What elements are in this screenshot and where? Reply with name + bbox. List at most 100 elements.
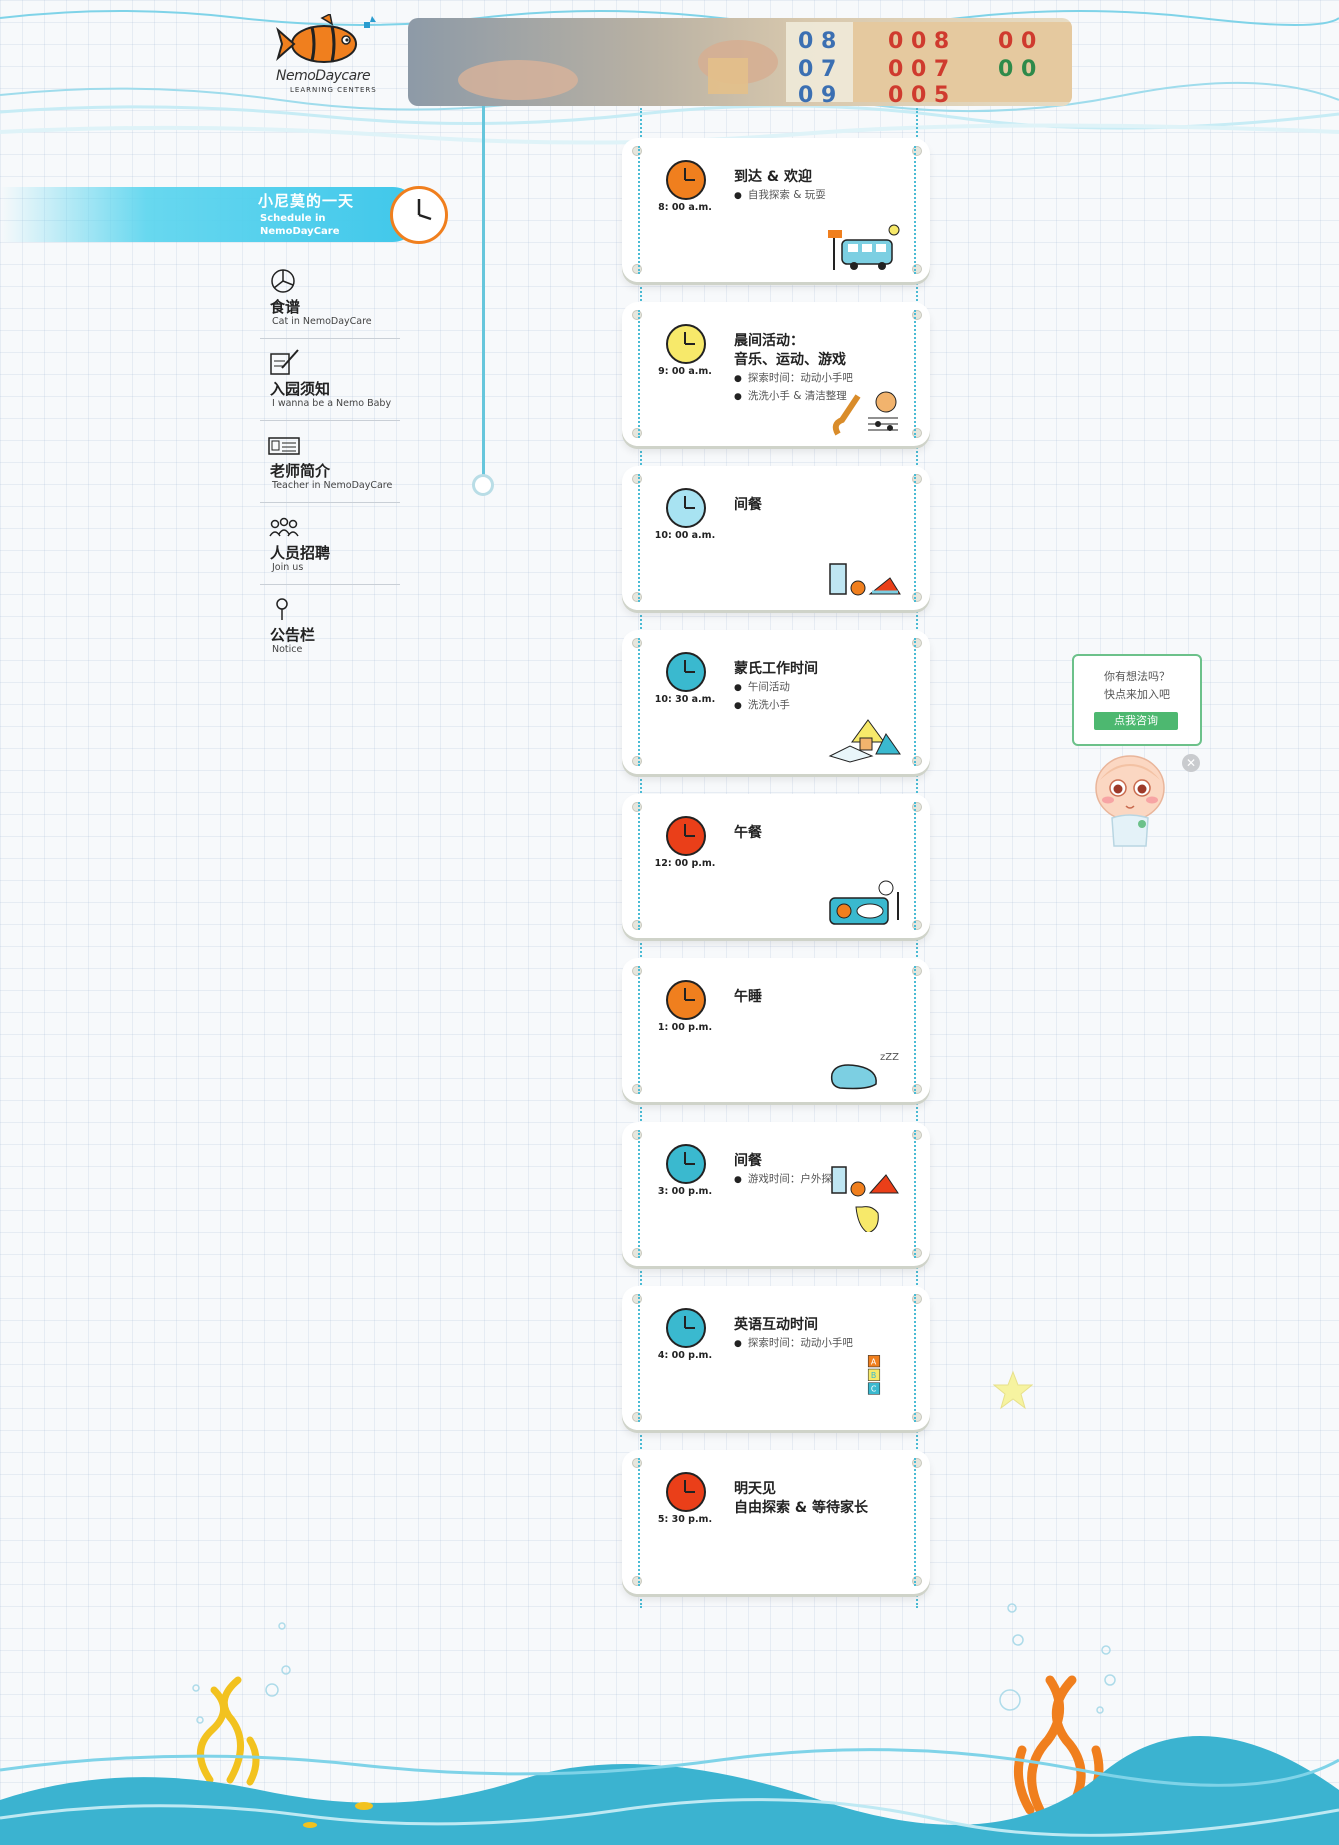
nav-label: 入园须知 <box>270 380 331 398</box>
snack-icon <box>829 563 901 596</box>
schedule-title: 晨间活动： 音乐、运动、游戏 <box>734 333 846 368</box>
card-dashed-border <box>638 638 640 766</box>
card-hole <box>632 802 642 812</box>
svg-text:B: B <box>871 1371 876 1380</box>
close-icon[interactable]: ✕ <box>1182 754 1200 772</box>
svg-text:0 7: 0 7 <box>798 57 836 82</box>
svg-text:C: C <box>871 1385 877 1394</box>
card-dashed-border <box>914 802 916 930</box>
starfish-icon <box>993 1370 1033 1410</box>
nav-item-enrollment-notice[interactable]: 入园须知 I wanna be a Nemo Baby <box>260 348 400 421</box>
svg-text:0 0 7: 0 0 7 <box>888 57 949 82</box>
card-hole <box>912 1576 922 1586</box>
clock-icon <box>666 980 706 1020</box>
card-hole <box>632 966 642 976</box>
card-dashed-border <box>638 146 640 274</box>
svg-text:0 0: 0 0 <box>998 57 1036 82</box>
clock-icon <box>666 816 706 856</box>
schedule-title: 午睡 <box>734 989 762 1005</box>
schedule-card: 3: 00 p.m.间餐游戏时间：户外探索 <box>622 1122 930 1266</box>
ocean-floor-decoration <box>0 1603 1339 1845</box>
card-hole <box>912 1294 922 1304</box>
nav-sublabel: Notice <box>272 644 303 655</box>
connector-ring <box>472 474 494 496</box>
card-dashed-border <box>638 474 640 602</box>
card-hole <box>632 428 642 438</box>
card-hole <box>912 802 922 812</box>
clock-icon <box>666 160 706 200</box>
card-hole <box>632 1294 642 1304</box>
card-hole <box>912 1084 922 1094</box>
card-hole <box>912 428 922 438</box>
schedule-time: 10: 30 a.m. <box>654 694 716 705</box>
card-hole <box>632 1412 642 1422</box>
schedule-title: 明天见 自由探索 & 等待家长 <box>734 1481 868 1516</box>
schedule-title: 午餐 <box>734 825 762 841</box>
nav-item-teachers[interactable]: 老师简介 Teacher in NemoDayCare <box>260 430 400 503</box>
card-hole <box>632 1084 642 1094</box>
schedule-bullets: 游戏时间：户外探索 <box>734 1171 843 1189</box>
card-hole <box>632 310 642 320</box>
svg-text:0 0 8: 0 0 8 <box>888 29 949 54</box>
schedule-bullets: 自我探索 & 玩耍 <box>734 187 826 205</box>
svg-text:0 9: 0 9 <box>798 83 836 106</box>
svg-text:zZZ: zZZ <box>880 1052 899 1063</box>
people-group-icon <box>269 517 299 537</box>
pie-chart-icon <box>271 269 295 293</box>
card-dashed-border <box>914 146 916 274</box>
nav-item-recipes[interactable]: 食谱 Cat in NemoDayCare <box>260 266 400 339</box>
schedule-bullets: 午间活动洗洗小手 <box>734 679 790 715</box>
nav-item-recruitment[interactable]: 人员招聘 Join us <box>260 512 400 585</box>
card-hole <box>912 264 922 274</box>
card-hole <box>912 1458 922 1468</box>
banner-photo: 0 8 0 7 0 9 0 0 8 0 0 7 0 0 5 0 0 0 0 <box>408 18 1072 106</box>
nav-label: 公告栏 <box>270 626 316 644</box>
schedule-card: 1: 00 p.m. 午睡 zZZ <box>622 958 930 1102</box>
schedule-bullet-item: 午间活动 <box>734 679 790 697</box>
card-dashed-border <box>638 966 640 1094</box>
card-dashed-border <box>638 1294 640 1422</box>
montessori-materials-icon <box>828 719 901 763</box>
card-hole <box>912 146 922 156</box>
card-hole <box>912 756 922 766</box>
consult-question: 你有想法吗？ <box>1104 670 1170 683</box>
card-hole <box>632 264 642 274</box>
card-dashed-border <box>638 802 640 930</box>
schedule-title: 英语互动时间 <box>734 1317 818 1333</box>
schedule-title: 间餐 <box>734 497 762 513</box>
card-dashed-border <box>914 1458 916 1586</box>
card-hole <box>912 1130 922 1140</box>
ribbon-title: 小尼莫的一天 <box>258 192 355 210</box>
school-bus-icon <box>828 224 900 270</box>
schedule-time: 1: 00 p.m. <box>657 1022 713 1033</box>
lunch-tray-icon <box>829 880 899 925</box>
schedule-card: 5: 30 p.m.明天见 自由探索 & 等待家长 <box>622 1450 930 1594</box>
schedule-bullet-item: 探索时间：动动小手吧 <box>734 370 853 388</box>
sleeping-pillow-icon: zZZ <box>830 1052 899 1090</box>
schedule-time: 12: 00 p.m. <box>654 858 716 869</box>
svg-text:0 8: 0 8 <box>798 29 836 54</box>
schedule-bullet-item: 洗洗小手 <box>734 697 790 715</box>
baby-mascot-icon[interactable] <box>1090 750 1170 852</box>
schedule-card: 10: 00 a.m.间餐 <box>622 466 930 610</box>
card-hole <box>912 310 922 320</box>
schedule-bullet-item: 洗洗小手 & 清洁整理 <box>734 388 853 406</box>
pencil-paper-icon <box>270 349 299 375</box>
schedule-title: 间餐 <box>734 1153 762 1169</box>
nav-label: 食谱 <box>270 298 301 316</box>
ribbon-subtitle: Schedule in NemoDayCare <box>260 213 340 237</box>
card-hole <box>632 1130 642 1140</box>
snack-and-glove-icon <box>831 1166 899 1232</box>
nav-item-notice-board[interactable]: 公告栏 Notice <box>260 594 400 666</box>
consult-button[interactable]: 点我咨询 <box>1094 712 1178 730</box>
musical-instruments-icon <box>832 391 898 436</box>
nemodaycare-logo[interactable]: NemoDaycare LEARNING CENTERS <box>272 12 382 104</box>
schedule-card: 9: 00 a.m.晨间活动： 音乐、运动、游戏探索时间：动动小手吧洗洗小手 &… <box>622 302 930 446</box>
card-hole <box>912 592 922 602</box>
logo-subtitle: LEARNING CENTERS <box>290 86 377 94</box>
schedule-title: 到达 & 欢迎 <box>734 169 812 185</box>
card-dashed-border <box>638 1130 640 1258</box>
banner-number-tiles-image: 0 8 0 7 0 9 0 0 8 0 0 7 0 0 5 0 0 0 0 <box>458 22 1072 106</box>
schedule-card: 8: 00 a.m.到达 & 欢迎自我探索 & 玩耍 <box>622 138 930 282</box>
